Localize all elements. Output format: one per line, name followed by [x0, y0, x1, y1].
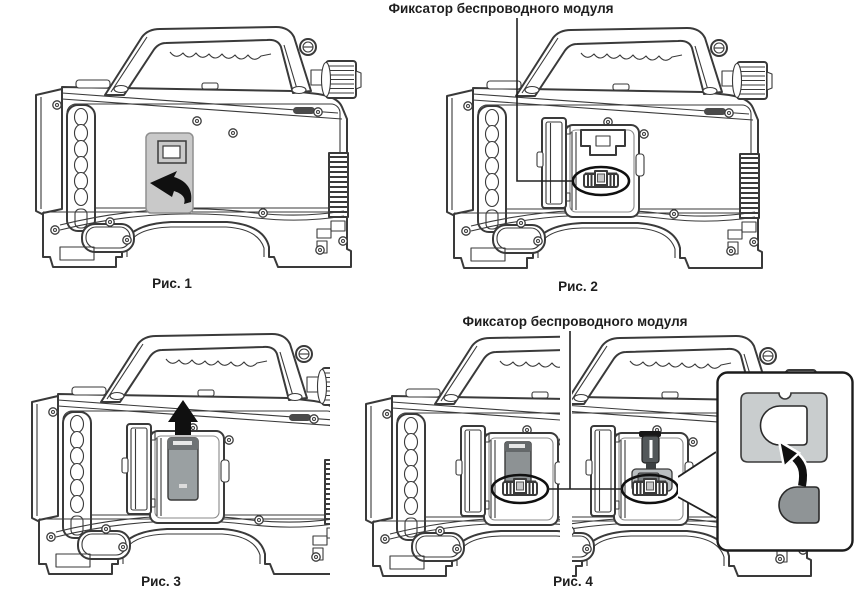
- module-tab: [778, 486, 820, 524]
- lock-plate-hole: [759, 405, 808, 446]
- figure-1-camera-illustration: [16, 21, 368, 273]
- callout-wedge: [678, 451, 716, 519]
- figure-4-left-camera-illustration: [346, 330, 560, 580]
- insert-direction-arrow-icon: [168, 400, 198, 435]
- figure-2-caption: Рис. 2: [558, 279, 598, 294]
- figure-3-caption: Рис. 3: [141, 574, 181, 589]
- lock-detail-inset: [716, 371, 854, 552]
- wireless-module-lock-label-bottom: Фиксатор беспроводного модуля: [462, 314, 688, 329]
- bay-cover-panel: [145, 132, 194, 214]
- wireless-module-lock-label-top: Фиксатор беспроводного модуля: [388, 1, 614, 16]
- bay-connector: [580, 129, 626, 156]
- figure-2-camera-illustration: [427, 22, 779, 274]
- open-cover-arrow-icon: [150, 171, 192, 204]
- figure-3-camera-illustration: [12, 328, 330, 580]
- figure-4-caption: Рис. 4: [553, 574, 593, 589]
- figure-1-caption: Рис. 1: [152, 276, 192, 291]
- lock-plate-arrow-icon: [777, 438, 810, 488]
- wireless-module: [167, 437, 199, 501]
- lock-callout-oval: [571, 165, 631, 197]
